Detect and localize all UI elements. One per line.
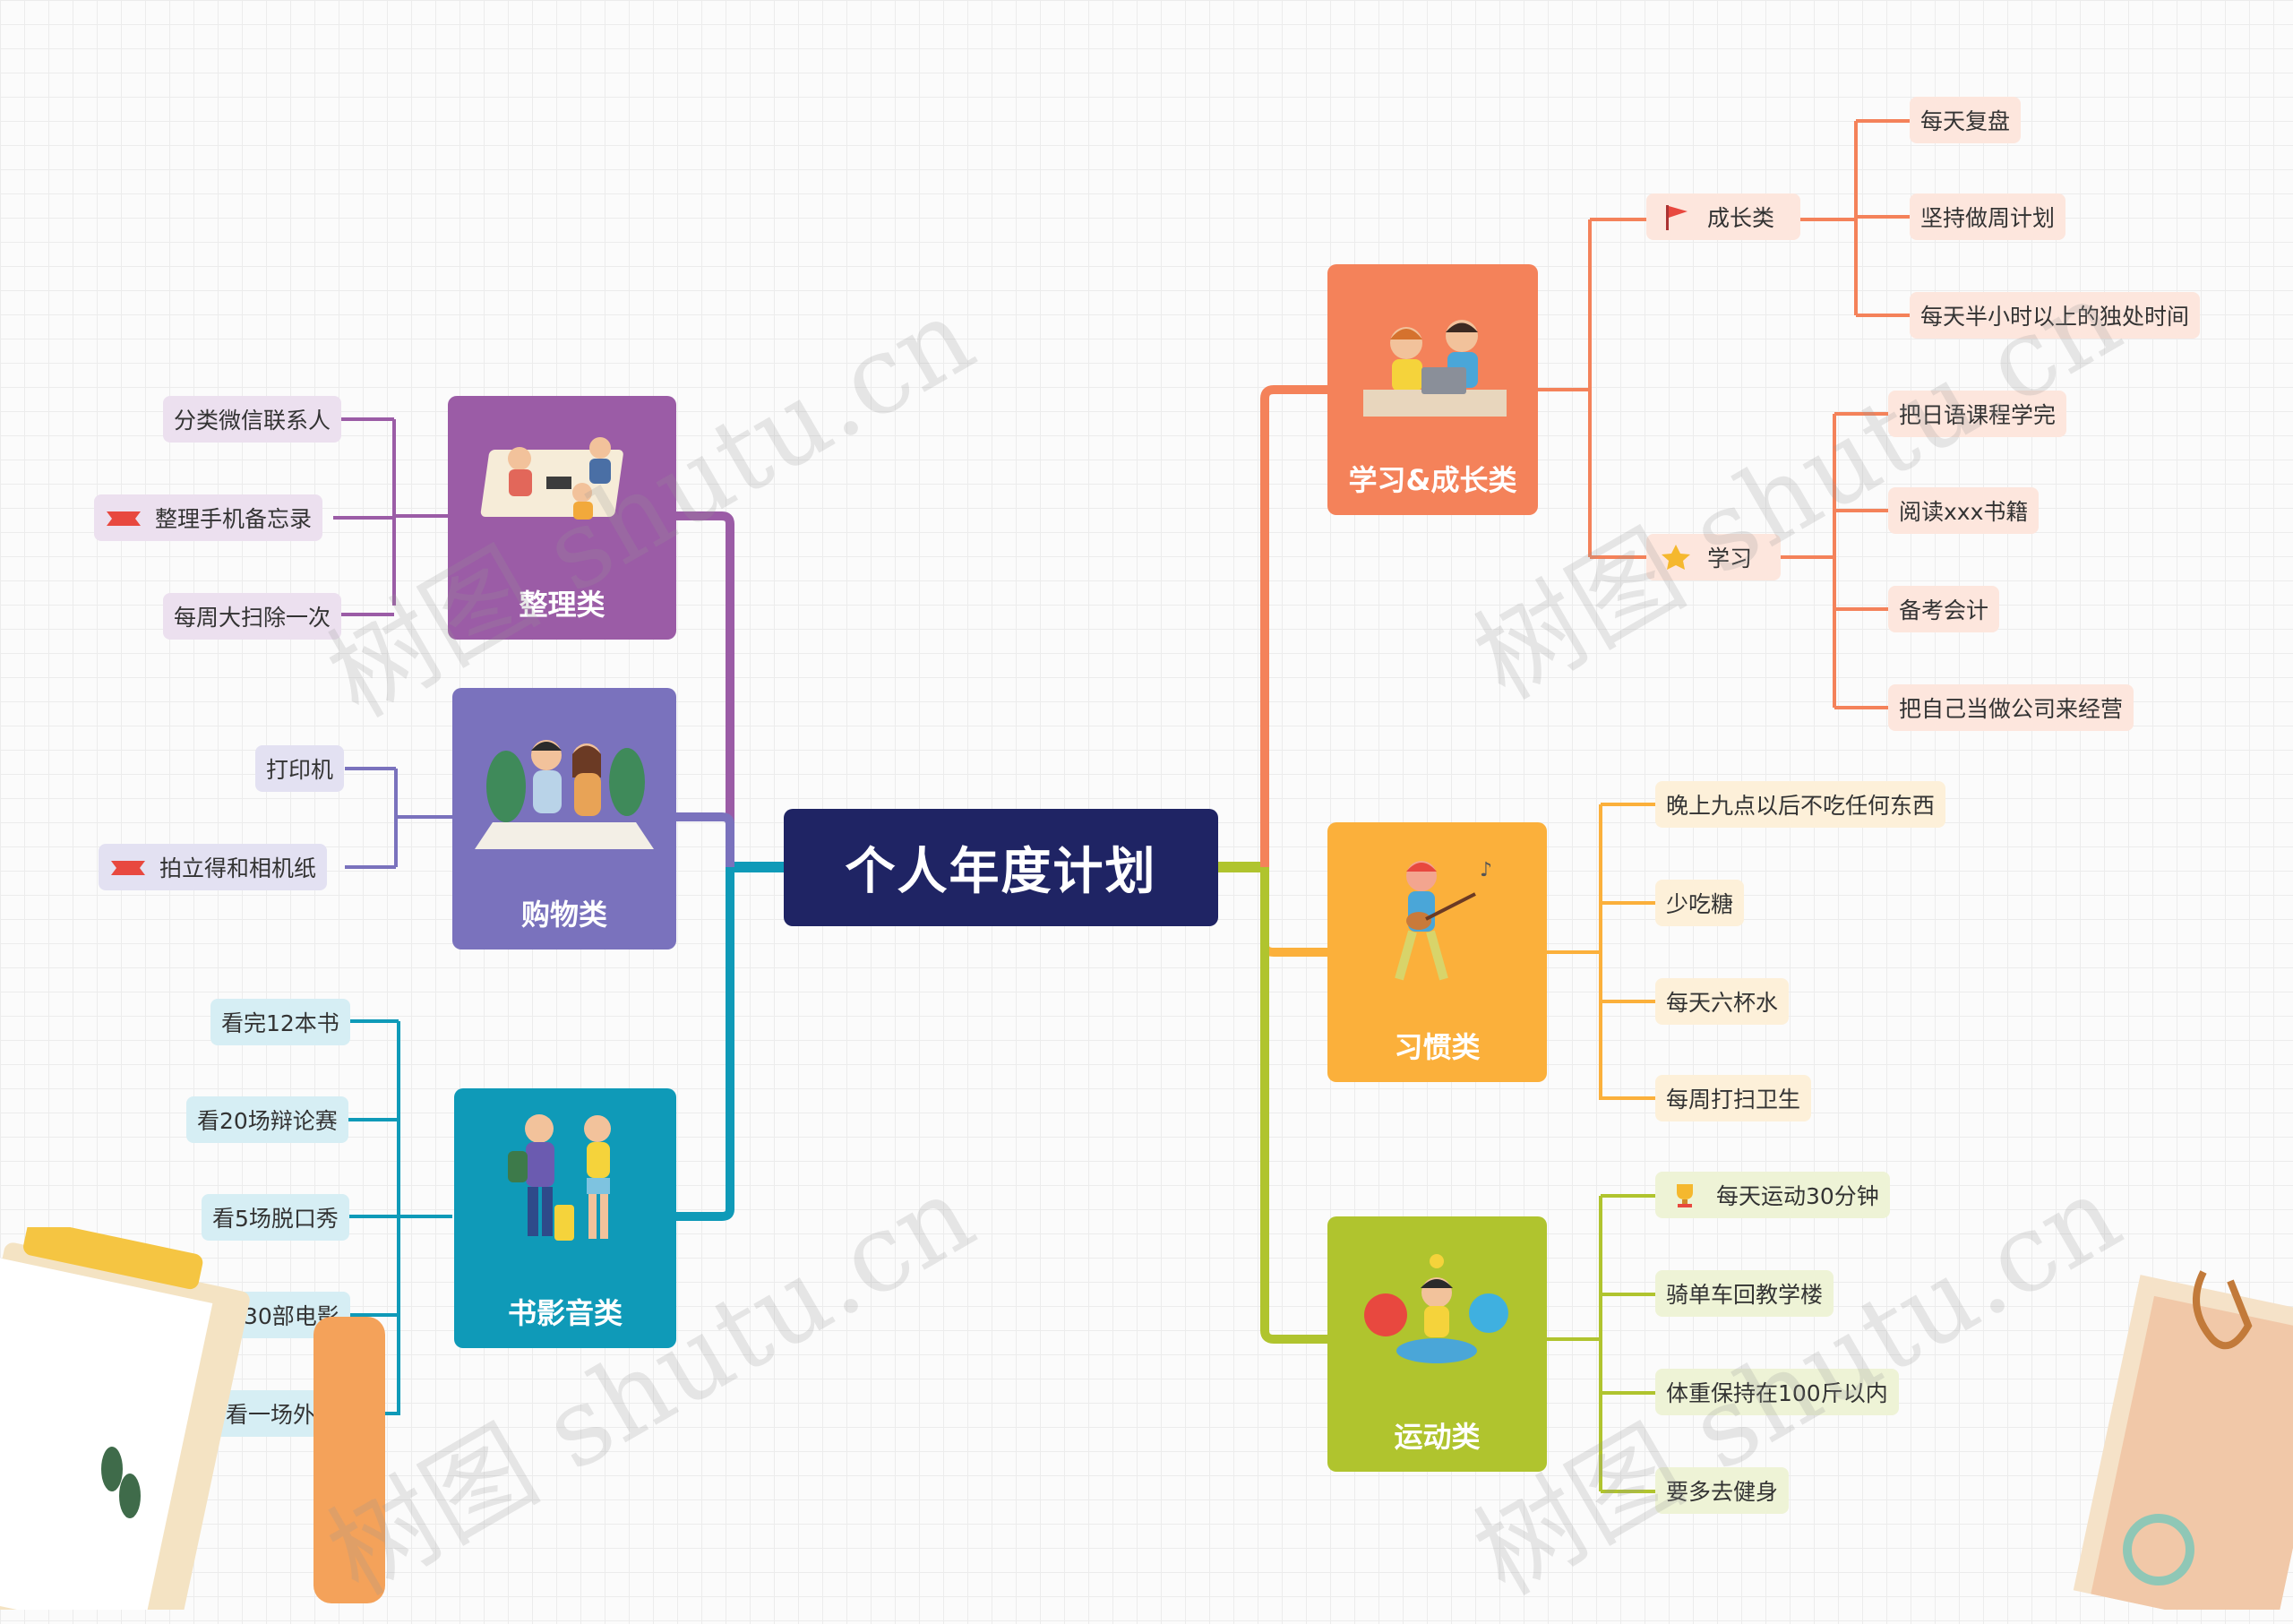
students-laptop-illustration <box>1327 264 1538 458</box>
branch-label: 学习&成长类 <box>1348 463 1517 497</box>
leaf-item[interactable]: 要多去健身 <box>1655 1467 1790 1514</box>
leaf-item[interactable]: 看5场脱口秀 <box>202 1194 349 1241</box>
leaf-item[interactable]: 每周打扫卫生 <box>1655 1075 1812 1121</box>
svg-text:♪: ♪ <box>1480 859 1492 881</box>
travelers-illustration <box>454 1088 676 1291</box>
leaf-item[interactable]: 每天复盘 <box>1910 97 2022 143</box>
leaf-item[interactable]: 打印机 <box>255 745 345 792</box>
branch-label: 习惯类 <box>1394 1030 1481 1064</box>
leaf-item[interactable]: 体重保持在100斤以内 <box>1655 1369 1899 1415</box>
branch-card-habits[interactable]: ♪ 习惯类 <box>1327 822 1547 1082</box>
leaf-item[interactable]: 骑单车回教学楼 <box>1655 1270 1834 1317</box>
red-ribbon-icon <box>105 504 142 531</box>
guitar-player-illustration: ♪ <box>1327 822 1547 1025</box>
couple-shopping-illustration <box>452 688 676 892</box>
leaf-item[interactable]: 晚上九点以后不吃任何东西 <box>1655 781 1946 828</box>
leaf-item[interactable]: 坚持做周计划 <box>1910 193 2066 240</box>
leaf-item[interactable]: 少吃糖 <box>1655 880 1745 926</box>
branch-card-learning[interactable]: 学习&成长类 <box>1327 264 1538 515</box>
clipboard-decoration <box>0 1227 385 1610</box>
leaf-item[interactable]: 看20场辩论赛 <box>186 1096 348 1143</box>
meditation-illustration <box>1327 1216 1547 1414</box>
red-ribbon-icon <box>109 854 147 881</box>
leaf-item[interactable]: 拍立得和相机纸 <box>99 844 328 890</box>
branch-card-organize[interactable]: 整理类 <box>448 396 676 640</box>
paper-clip-decoration <box>2073 1270 2293 1610</box>
group-node-growth[interactable]: 成长类 <box>1646 193 1800 240</box>
leaf-item[interactable]: 备考会计 <box>1888 586 2000 632</box>
leaf-item[interactable]: 看完12本书 <box>210 999 350 1045</box>
leaf-item[interactable]: 每天运动30分钟 <box>1655 1172 1890 1218</box>
leaf-item[interactable]: 每天六杯水 <box>1655 978 1790 1025</box>
branch-card-media[interactable]: 书影音类 <box>454 1088 676 1348</box>
trophy-icon <box>1666 1181 1704 1208</box>
leaf-item[interactable]: 整理手机备忘录 <box>94 494 323 541</box>
branch-card-shopping[interactable]: 购物类 <box>452 688 676 949</box>
branch-label: 整理类 <box>519 588 605 622</box>
leaf-item[interactable]: 把日语课程学完 <box>1888 391 2067 437</box>
central-topic[interactable]: 个人年度计划 <box>784 809 1218 926</box>
leaf-item[interactable]: 把自己当做公司来经营 <box>1888 684 2134 731</box>
leaf-item[interactable]: 每天半小时以上的独处时间 <box>1910 292 2201 339</box>
star-icon <box>1657 544 1695 571</box>
branch-label: 运动类 <box>1394 1420 1481 1454</box>
leaf-item[interactable]: 分类微信联系人 <box>163 396 342 443</box>
branch-card-sports[interactable]: 运动类 <box>1327 1216 1547 1472</box>
branch-label: 购物类 <box>520 898 607 932</box>
branch-label: 书影音类 <box>507 1296 623 1330</box>
flag-icon <box>1657 203 1695 230</box>
group-node-study[interactable]: 学习 <box>1646 534 1781 580</box>
leaf-item[interactable]: 每周大扫除一次 <box>163 593 342 640</box>
family-cleaning-illustration <box>448 396 676 582</box>
leaf-item[interactable]: 阅读xxx书籍 <box>1888 487 2040 534</box>
